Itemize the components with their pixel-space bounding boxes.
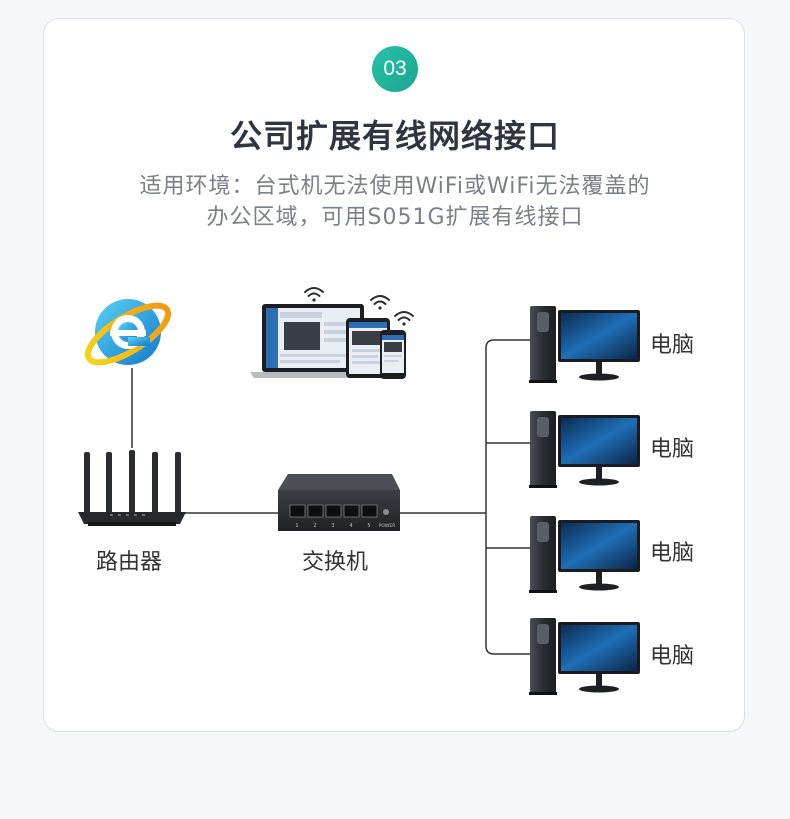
desktop-computer-icon — [529, 618, 640, 695]
switch-icon: 1 2 3 4 5 POWER — [278, 474, 400, 531]
router-label: 路由器 — [96, 544, 162, 576]
desktop-computer-icon — [529, 306, 640, 383]
power-label: POWER — [379, 523, 396, 529]
desktop-computer-icon — [529, 411, 640, 488]
port-label-3: 3 — [331, 523, 334, 529]
pc-label-4: 电脑 — [650, 638, 694, 670]
phone-icon — [380, 330, 406, 379]
pc-bus-line — [486, 340, 530, 654]
pc-label-1: 电脑 — [650, 327, 694, 359]
pc-label-2: 电脑 — [650, 431, 694, 463]
router-icon — [78, 450, 186, 526]
port-label-4: 4 — [349, 523, 352, 529]
port-label-1: 1 — [295, 523, 298, 529]
switch-label: 交换机 — [302, 544, 368, 576]
port-label-2: 2 — [313, 523, 316, 529]
pc-label-3: 电脑 — [650, 535, 694, 567]
internet-explorer-icon — [80, 295, 176, 373]
port-label-5: 5 — [367, 523, 370, 529]
desktop-computer-icon — [529, 516, 640, 593]
